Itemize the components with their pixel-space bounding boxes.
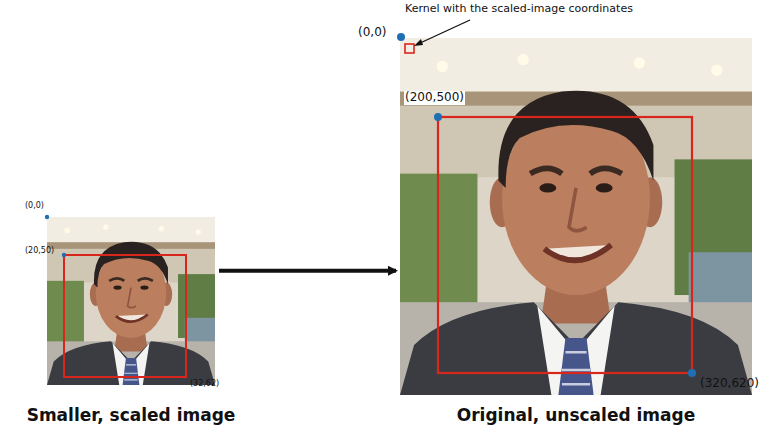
corner-coordinate: (0,0) [24, 201, 45, 210]
corner-coordinate: (320,620) [699, 377, 760, 391]
scaled-image: Smaller, scaled image [47, 217, 215, 385]
corner-coordinate: (0,0) [357, 26, 387, 40]
kernel-note: Kernel with the scaled-image coordinates [404, 3, 634, 16]
image-caption: Original, unscaled image [457, 405, 695, 425]
corner-coordinate: (20,50) [24, 246, 55, 255]
corner-coordinate: (200,500) [404, 91, 465, 105]
corner-coordinate: (32,62) [189, 379, 220, 388]
scaling-arrow [219, 269, 396, 273]
image-caption: Smaller, scaled image [27, 405, 236, 425]
